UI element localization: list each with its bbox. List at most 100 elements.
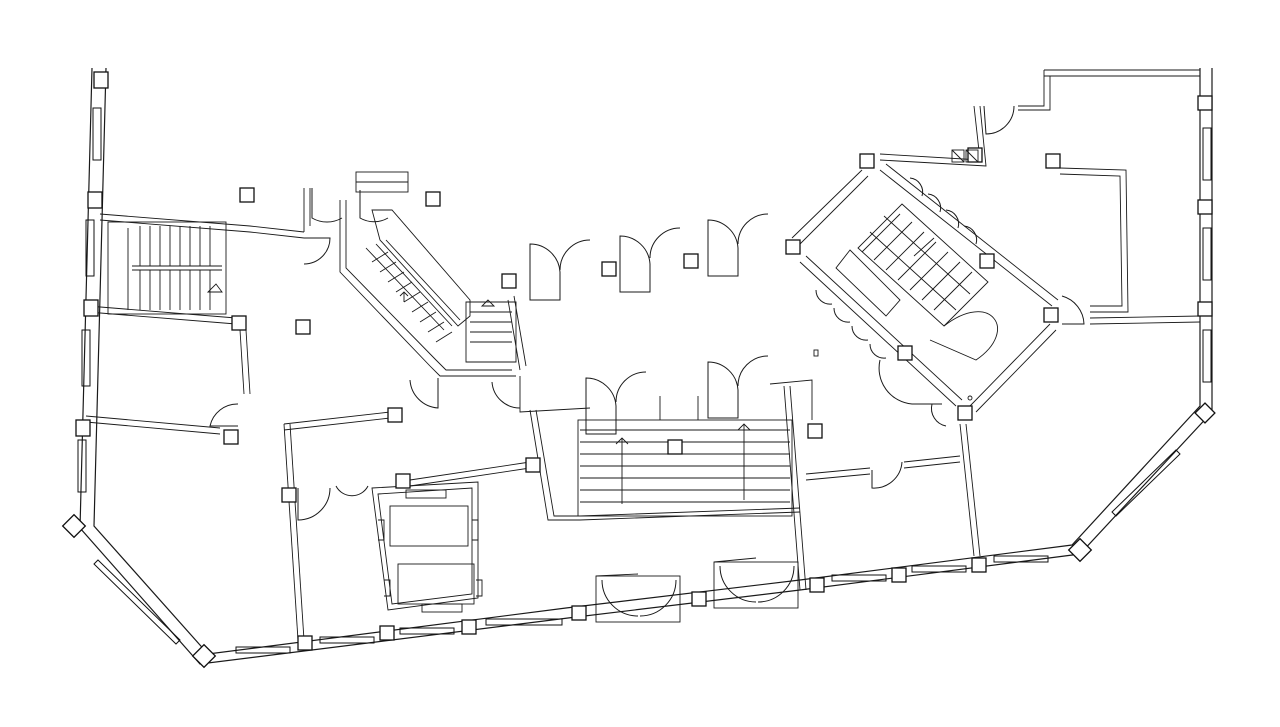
door — [737, 355, 769, 387]
column — [1197, 301, 1213, 317]
door — [335, 485, 369, 497]
column — [83, 299, 99, 317]
window — [85, 219, 95, 277]
door — [927, 193, 942, 213]
door — [359, 190, 389, 223]
column — [1043, 307, 1059, 323]
door — [1061, 295, 1085, 325]
column — [1197, 95, 1213, 111]
door — [209, 403, 239, 427]
column — [1067, 537, 1093, 563]
column — [809, 577, 825, 593]
stair-upper-left — [107, 221, 227, 315]
door — [297, 487, 331, 521]
window — [77, 439, 87, 493]
door — [619, 235, 651, 293]
column — [297, 635, 313, 651]
window — [399, 627, 455, 635]
door — [707, 219, 739, 277]
column — [785, 239, 801, 255]
door — [409, 378, 439, 409]
window — [92, 107, 102, 161]
window — [1111, 449, 1181, 517]
column — [387, 407, 403, 423]
door — [311, 188, 343, 223]
door — [833, 307, 851, 323]
column — [1045, 153, 1061, 169]
door — [529, 243, 561, 301]
column — [1197, 199, 1213, 215]
column — [223, 429, 239, 445]
columns — [61, 71, 1216, 669]
stair-direction-arrow — [913, 237, 935, 257]
column — [281, 487, 297, 503]
column — [601, 261, 617, 277]
window — [93, 559, 181, 645]
door — [585, 377, 617, 435]
window — [81, 329, 91, 387]
door — [909, 177, 924, 197]
column — [1194, 402, 1216, 424]
double-door — [719, 565, 795, 603]
column — [379, 625, 395, 641]
column — [683, 253, 699, 269]
column — [859, 153, 875, 169]
column — [957, 405, 973, 421]
stair-direction-arrow — [399, 291, 409, 302]
window — [235, 646, 291, 654]
window — [319, 636, 375, 644]
window — [993, 555, 1049, 563]
interior-walls — [85, 69, 1201, 641]
window — [831, 574, 887, 582]
elevator-core — [371, 481, 483, 613]
door — [869, 343, 887, 359]
window-strips — [77, 107, 1212, 654]
column — [971, 557, 987, 573]
door — [931, 403, 947, 427]
door — [559, 239, 591, 271]
column — [93, 71, 109, 89]
column — [461, 619, 477, 635]
column — [231, 315, 247, 331]
column — [425, 191, 441, 207]
column — [61, 513, 87, 539]
stair-center-left — [355, 171, 517, 363]
column — [891, 567, 907, 583]
stair-direction-arrow — [480, 299, 496, 307]
door — [945, 209, 960, 229]
column — [525, 457, 541, 473]
stair-upper-right — [835, 203, 998, 361]
exterior-wall — [79, 67, 1213, 665]
window — [1202, 127, 1212, 181]
door — [815, 289, 833, 305]
stair-outline — [107, 221, 227, 315]
window — [1202, 227, 1212, 281]
details — [813, 149, 979, 401]
door — [878, 359, 942, 405]
door — [737, 213, 769, 245]
column — [501, 273, 517, 289]
doors — [209, 105, 1085, 521]
column — [897, 345, 913, 361]
stair-direction-arrow — [615, 437, 629, 504]
door — [851, 325, 869, 341]
door — [707, 361, 739, 419]
window — [485, 618, 563, 626]
door — [871, 461, 903, 489]
column — [75, 419, 91, 437]
stair-direction-arrow — [206, 283, 223, 293]
column — [807, 423, 823, 439]
column — [395, 473, 411, 489]
column — [87, 191, 103, 209]
column — [295, 319, 311, 335]
column — [571, 605, 587, 621]
window — [1202, 329, 1212, 383]
door — [649, 227, 681, 259]
column — [979, 253, 995, 269]
column — [191, 643, 217, 669]
door — [491, 381, 521, 409]
door — [303, 237, 331, 265]
door — [615, 371, 647, 403]
double-door — [601, 579, 677, 617]
